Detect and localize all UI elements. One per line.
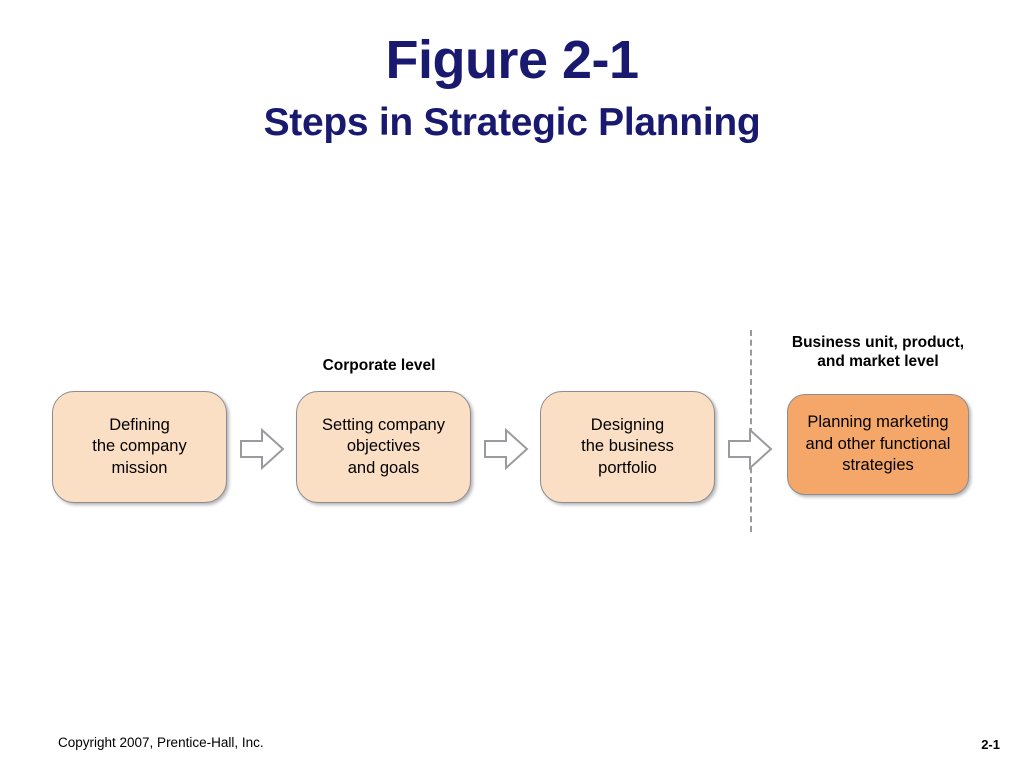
step-box-setting-objectives[interactable]: Setting company objectives and goals [296, 391, 471, 503]
page-number: 2-1 [981, 737, 1000, 752]
right-arrow-icon [483, 425, 529, 473]
page-title: Figure 2-1 [385, 30, 639, 90]
page-subtitle: Steps in Strategic Planning [263, 101, 761, 144]
copyright-notice: Copyright 2007, Prentice-Hall, Inc. [58, 735, 264, 750]
step-box-designing-portfolio[interactable]: Designing the business portfolio [540, 391, 715, 503]
right-arrow-icon [727, 425, 773, 473]
step-box-defining-mission[interactable]: Defining the company mission [52, 391, 227, 503]
right-arrow-icon [239, 425, 285, 473]
group-label-business-unit-level: Business unit, product, and market level [791, 334, 965, 371]
step-box-planning-marketing[interactable]: Planning marketing and other functional … [787, 394, 969, 495]
group-label-corporate-level: Corporate level [322, 357, 436, 374]
